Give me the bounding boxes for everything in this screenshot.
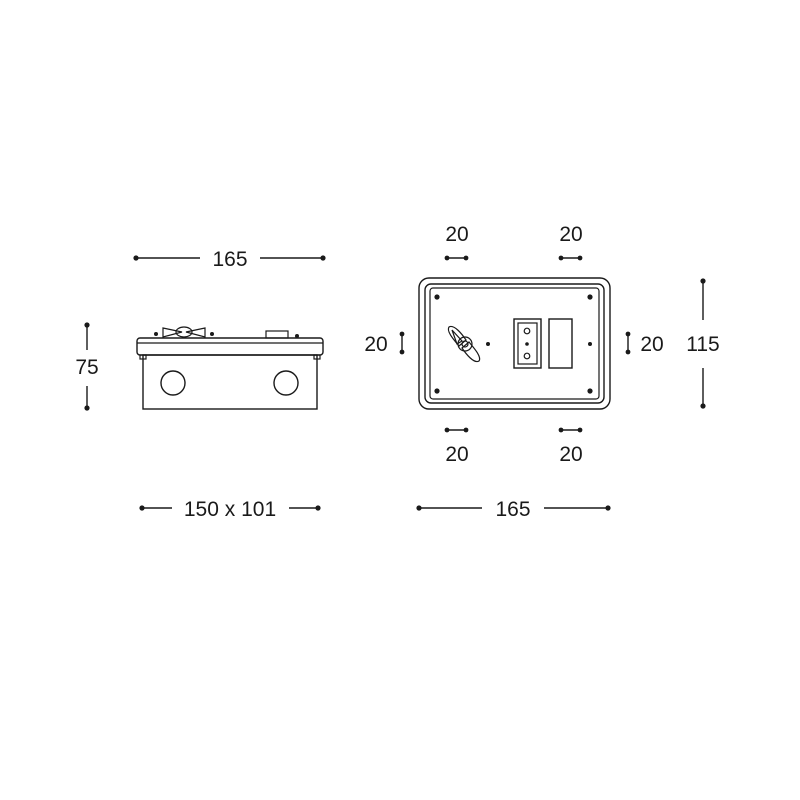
side-width-dimension: 165 (133, 248, 326, 271)
side-view: 165 75 (75, 248, 326, 521)
socket-frame (513, 318, 542, 369)
dimension-endpoint (320, 255, 326, 261)
front-top-left-label: 20 (445, 223, 468, 246)
socket-inner (517, 322, 538, 365)
side-height-dimension: 75 (75, 322, 99, 411)
front-right-label: 20 (640, 333, 663, 356)
screw-icon (588, 342, 592, 346)
box-body (142, 354, 318, 410)
switch-icon (548, 318, 573, 369)
screw-icon (587, 294, 593, 300)
front-view: 20 20 20 20 115 (364, 223, 719, 521)
cable-hole-icon (273, 370, 299, 396)
screw-icon (295, 334, 299, 338)
side-height-label: 75 (75, 356, 98, 379)
front-left-dimension: 20 (364, 331, 405, 356)
front-height-dimension: 115 (686, 278, 720, 409)
switch-icon (265, 330, 289, 339)
box-inner-frame (424, 283, 605, 404)
front-bottom-left-label: 20 (445, 443, 468, 466)
front-width-label: 165 (495, 498, 530, 521)
cable-hole-icon (160, 370, 186, 396)
front-right-dimension: 20 (625, 331, 664, 356)
front-top-right-label: 20 (559, 223, 582, 246)
front-top-right-dimension: 20 (558, 223, 583, 261)
dimension-endpoint (84, 405, 90, 411)
dimension-endpoint (315, 505, 321, 511)
screw-icon (434, 388, 440, 394)
front-bottom-right-label: 20 (559, 443, 582, 466)
front-bottom-right-dimension: 20 (558, 427, 583, 466)
wing-knob-icon (447, 325, 481, 363)
front-top-left-dimension: 20 (444, 223, 469, 261)
front-bottom-left-dimension: 20 (444, 427, 469, 466)
screw-icon (587, 388, 593, 394)
box-lid (136, 337, 324, 356)
screw-icon (486, 342, 490, 346)
side-base-label: 150 x 101 (184, 498, 276, 521)
side-width-label: 165 (212, 248, 247, 271)
wing-knob-icon (154, 326, 214, 338)
screw-icon (434, 294, 440, 300)
front-left-label: 20 (364, 333, 387, 356)
front-height-label: 115 (686, 333, 719, 356)
side-box (136, 326, 324, 410)
box-panel (429, 287, 600, 400)
side-base-dimension: 150 x 101 (139, 498, 321, 521)
socket-icon (513, 318, 542, 369)
front-width-dimension: 165 (416, 498, 611, 521)
box-outer-frame (418, 277, 611, 410)
front-box (418, 277, 611, 410)
